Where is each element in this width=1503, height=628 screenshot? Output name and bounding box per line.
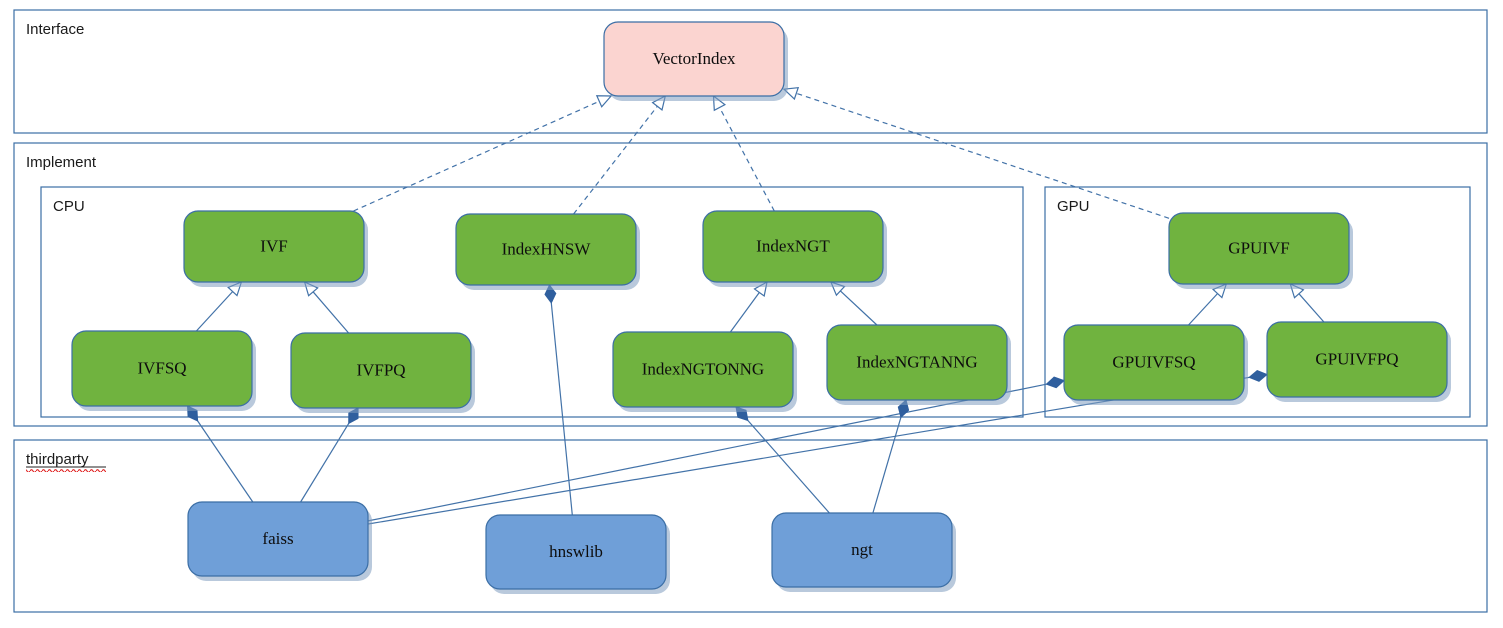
edge-gpuivfsq-to-gpuivf [1188, 282, 1228, 326]
container-label-interface: Interface [26, 21, 84, 38]
node-gpuivfsq[interactable]: GPUIVFSQ [1063, 324, 1248, 405]
arrowhead-triangle [595, 95, 613, 108]
node-label-indexhnsw: IndexHNSW [502, 239, 592, 258]
node-hnswlib[interactable]: hnswlib [485, 514, 670, 594]
node-label-ivfpq: IVFPQ [356, 360, 405, 379]
node-label-gpuivfpq: GPUIVFPQ [1315, 349, 1398, 368]
composition-diamond [1248, 370, 1268, 382]
edge-indexhnsw-to-vectorindex [573, 94, 667, 215]
container-label-implement: Implement [26, 154, 97, 171]
composition-diamond [1045, 376, 1065, 389]
container-label-gpu: GPU [1057, 198, 1090, 215]
node-vectorindex[interactable]: VectorIndex [603, 21, 788, 101]
node-ngt[interactable]: ngt [771, 512, 956, 592]
node-label-indexngtonng: IndexNGTONNG [642, 359, 764, 378]
node-label-ngt: ngt [851, 540, 873, 559]
edge-indexngtonng-to-indexngt [729, 280, 768, 333]
container-interface: Interface [13, 9, 1488, 134]
arrowhead-triangle [782, 87, 800, 101]
edge-indexngtanng-to-indexngt [829, 281, 878, 326]
node-body[interactable] [485, 514, 667, 590]
node-gpuivf[interactable]: GPUIVF [1168, 212, 1353, 289]
node-body[interactable] [771, 512, 953, 588]
node-body[interactable] [1266, 321, 1448, 398]
node-body[interactable] [1168, 212, 1350, 285]
node-label-indexngtanng: IndexNGTANNG [856, 352, 977, 371]
node-label-indexngt: IndexNGT [756, 236, 830, 255]
node-label-gpuivf: GPUIVF [1228, 238, 1289, 257]
node-label-gpuivfsq: GPUIVFSQ [1112, 352, 1195, 371]
container-gpu: GPU [1044, 186, 1471, 418]
node-label-faiss: faiss [262, 529, 293, 548]
node-label-vectorindex: VectorIndex [652, 49, 736, 68]
edge-indexngt-to-vectorindex [712, 94, 775, 212]
container-thirdparty: thirdparty [13, 439, 1488, 613]
edge-faiss-to-ivfpq [300, 407, 359, 503]
edges-layer [186, 87, 1325, 525]
container-implement: Implement [13, 142, 1488, 427]
node-body[interactable] [1063, 324, 1245, 401]
node-body[interactable] [702, 210, 884, 283]
node-body[interactable] [290, 332, 472, 409]
edge-ivfsq-to-ivf [195, 280, 243, 332]
node-body[interactable] [71, 330, 253, 407]
edge-faiss-to-gpuivfsq [367, 376, 1065, 522]
node-indexhnsw[interactable]: IndexHNSW [455, 213, 640, 290]
spellcheck-squiggle [26, 468, 106, 472]
edge-gpuivf-to-vectorindex [782, 87, 1170, 219]
container-label-thirdparty: thirdparty [26, 451, 89, 468]
node-gpuivfpq[interactable]: GPUIVFPQ [1266, 321, 1451, 402]
node-indexngt[interactable]: IndexNGT [702, 210, 887, 287]
edge-ivf-to-vectorindex [353, 95, 613, 212]
node-body[interactable] [826, 324, 1008, 401]
node-body[interactable] [603, 21, 785, 97]
edge-faiss-to-ivfsq [186, 405, 254, 503]
node-indexngtanng[interactable]: IndexNGTANNG [826, 324, 1011, 405]
container-label-cpu: CPU [53, 198, 85, 215]
node-faiss[interactable]: faiss [187, 501, 372, 581]
container-cpu: CPU [40, 186, 1024, 418]
edge-gpuivfpq-to-gpuivf [1289, 282, 1325, 323]
node-ivfsq[interactable]: IVFSQ [71, 330, 256, 411]
node-label-ivfsq: IVFSQ [137, 358, 186, 377]
node-indexngtonng[interactable]: IndexNGTONNG [612, 331, 797, 412]
node-body[interactable] [612, 331, 794, 408]
node-ivf[interactable]: IVF [183, 210, 368, 287]
node-label-ivf: IVF [260, 236, 287, 255]
node-body[interactable] [455, 213, 637, 286]
node-label-hnswlib: hnswlib [549, 542, 603, 561]
node-body[interactable] [187, 501, 369, 577]
node-body[interactable] [183, 210, 365, 283]
edge-ivfpq-to-ivf [303, 280, 350, 334]
node-ivfpq[interactable]: IVFPQ [290, 332, 475, 413]
